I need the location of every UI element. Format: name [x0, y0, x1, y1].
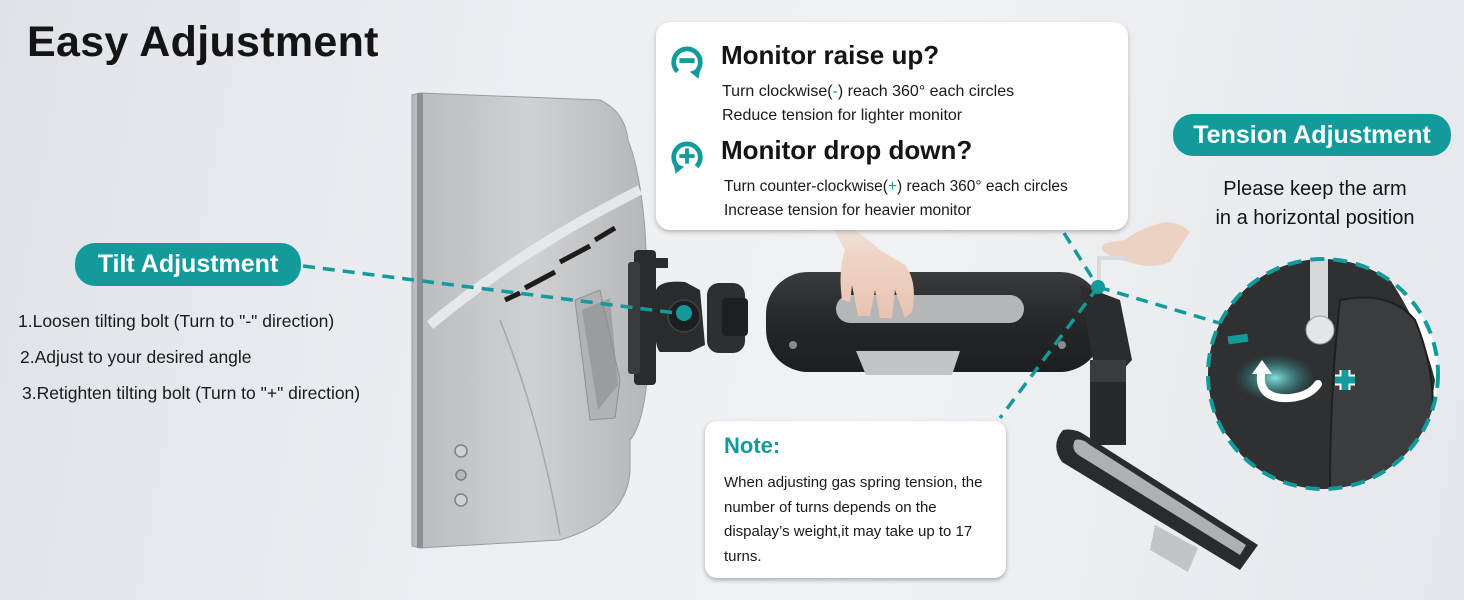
tilt-adjustment-label: Tilt Adjustment — [75, 243, 301, 286]
vesa-mount — [628, 250, 668, 385]
drop-description: Turn counter-clockwise(+) reach 360° eac… — [724, 178, 1068, 219]
drop-title: Monitor drop down? — [721, 135, 973, 165]
tilt-step: 2.Adjust to your desired angle — [20, 347, 252, 367]
hand-with-hex-key — [1097, 222, 1190, 288]
rotate-minus-icon — [671, 46, 703, 79]
monitor-side-view — [411, 92, 651, 549]
tilt-pivot-marker — [676, 305, 692, 321]
note-body: When adjusting gas spring tension, the n… — [724, 474, 983, 565]
tension-instructions-card: Monitor raise up? Turn clockwise(-) reac… — [656, 22, 1128, 230]
tension-adjustment-label: Tension Adjustment — [1173, 114, 1451, 156]
page-title: Easy Adjustment — [27, 18, 379, 66]
raise-description: Turn clockwise(-) reach 360° each circle… — [722, 83, 1015, 124]
tilt-step: 3.Retighten tilting bolt (Turn to "+" di… — [22, 383, 361, 403]
tension-detail-inset — [1206, 257, 1440, 491]
tension-pivot-marker — [1091, 280, 1105, 294]
hand-on-arm — [825, 215, 914, 318]
tilt-steps-list: 1.Loosen tilting bolt (Turn to "-" direc… — [18, 310, 360, 418]
leader-lines — [302, 232, 1227, 420]
note-card: Note: When adjusting gas spring tension,… — [705, 421, 1006, 578]
note-title: Note: — [724, 433, 781, 458]
tilt-step: 1.Loosen tilting bolt (Turn to "-" direc… — [18, 311, 335, 331]
tension-caption: Please keep the arm in a horizontal posi… — [1215, 178, 1415, 229]
rotate-plus-icon — [671, 141, 703, 174]
raise-title: Monitor raise up? — [721, 40, 940, 70]
